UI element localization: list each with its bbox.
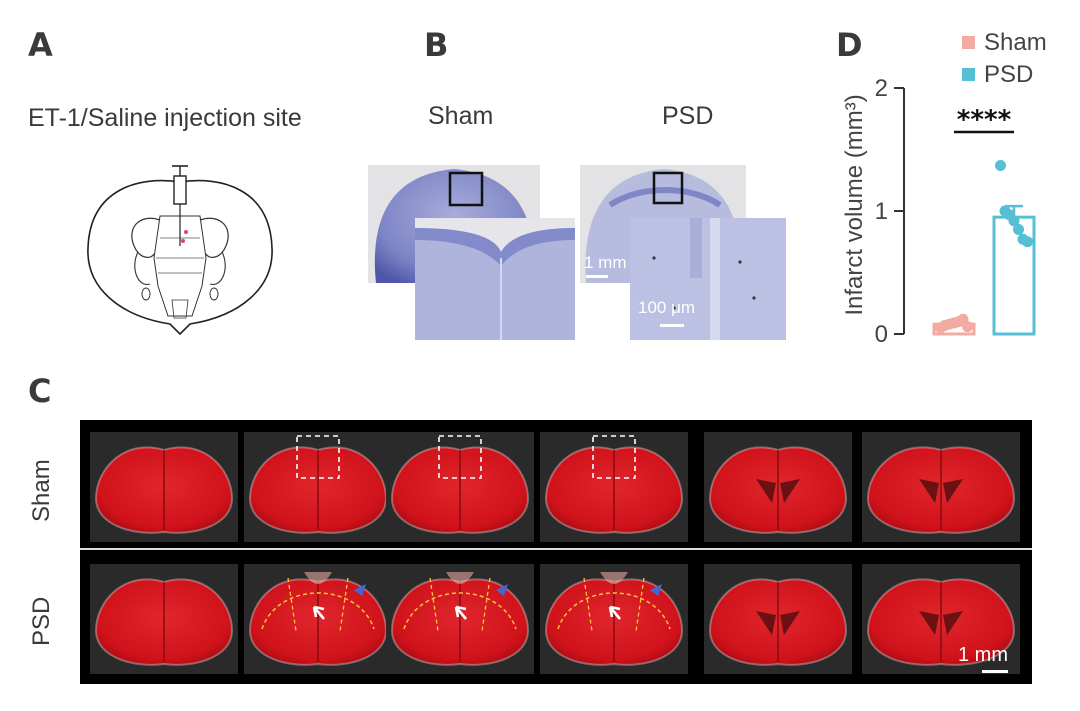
- data-point-psd: [1008, 215, 1020, 227]
- ttc-roi-box: [296, 435, 340, 479]
- ttc-section-sham-2: [248, 435, 388, 534]
- data-point-psd: [1013, 223, 1024, 235]
- ttc-row-label-sham: Sham: [28, 459, 55, 522]
- blue-arrowhead-icon: [496, 584, 508, 596]
- ttc-section-psd-4: [544, 572, 684, 666]
- legend-label-psd: PSD: [984, 61, 1033, 88]
- blue-arrowhead-icon: [650, 584, 662, 596]
- y-tick-label: 2: [875, 75, 888, 102]
- chart-y-axis-label: Infarct volume (mm³): [841, 94, 868, 315]
- blue-arrowhead-icon: [354, 584, 366, 596]
- infarct-region: [600, 572, 628, 584]
- injection-dot: [184, 230, 188, 234]
- brain-left-ventricle: [131, 217, 161, 258]
- nissl-scalebar-1mm: [586, 275, 608, 278]
- legend-label-sham: Sham: [984, 30, 1047, 56]
- nissl-psd-roi-box: [652, 171, 684, 205]
- panel-b-letter: B: [424, 26, 449, 64]
- data-point-sham: [962, 321, 973, 333]
- white-arrow-icon: [608, 605, 621, 620]
- panel-a-letter: A: [28, 26, 53, 64]
- nissl-scalebar-100um: [660, 324, 684, 327]
- ttc-row-label-psd: PSD: [28, 596, 55, 646]
- brain-right-ventricle: [199, 217, 229, 258]
- brain-schematic: [87, 165, 273, 336]
- data-point-psd: [995, 159, 1006, 171]
- ttc-section-sham-4: [544, 435, 684, 534]
- data-point-psd: [1022, 236, 1033, 248]
- ttc-roi-box: [438, 435, 482, 479]
- ttc-section-sham-1: [94, 446, 234, 534]
- panel-a-caption: ET-1/Saline injection site: [28, 104, 302, 132]
- ttc-row-divider: [80, 548, 1032, 550]
- ttc-section-sham-6: [866, 446, 1016, 534]
- nissl-scale-100um: 100 μm: [638, 298, 696, 317]
- brain-outline: [87, 179, 273, 336]
- nissl-scale-1mm: 1 mm: [584, 253, 627, 272]
- ttc-section-psd-2: [248, 572, 388, 666]
- ttc-section-psd-1: [94, 578, 234, 666]
- nissl-sham-roi-box: [448, 171, 484, 207]
- white-arrow-icon: [454, 605, 467, 620]
- ttc-section-psd-5: [708, 578, 848, 666]
- legend-swatch-psd: [962, 68, 975, 81]
- ttc-section-sham-5: [708, 446, 848, 534]
- infarct-region: [304, 572, 332, 584]
- panel-c-letter: C: [28, 372, 52, 410]
- bar-psd: [992, 215, 1036, 336]
- syringe-icon: [173, 175, 187, 205]
- infarct-boundary: [557, 592, 671, 630]
- significance-stars: ****: [957, 105, 1012, 135]
- y-tick-label: 1: [875, 198, 888, 225]
- panel-b-sham-label: Sham: [428, 102, 494, 130]
- ttc-section-psd-3: [390, 572, 530, 666]
- nissl-sham-zoom: [415, 218, 575, 340]
- white-arrow-icon: [312, 605, 325, 620]
- y-tick-label: 0: [875, 321, 888, 348]
- infarct-boundary: [403, 592, 517, 630]
- ttc-section-psd-6: [866, 578, 1016, 666]
- brain-inner-structure: [153, 215, 207, 317]
- ttc-sections-panel: 1 mm: [80, 420, 1032, 684]
- panel-b-psd-label: PSD: [662, 102, 714, 130]
- ttc-roi-box: [592, 435, 636, 479]
- panel-d-letter: D: [836, 26, 863, 64]
- infarct-region: [446, 572, 474, 584]
- ttc-scale-label: 1 mm: [958, 644, 1008, 666]
- ttc-scalebar: [982, 670, 1008, 673]
- infarct-boundary: [261, 592, 375, 630]
- ttc-section-sham-3: [390, 435, 530, 534]
- nissl-psd-zoom: 100 μm: [630, 218, 786, 340]
- legend-swatch-sham: [962, 36, 975, 49]
